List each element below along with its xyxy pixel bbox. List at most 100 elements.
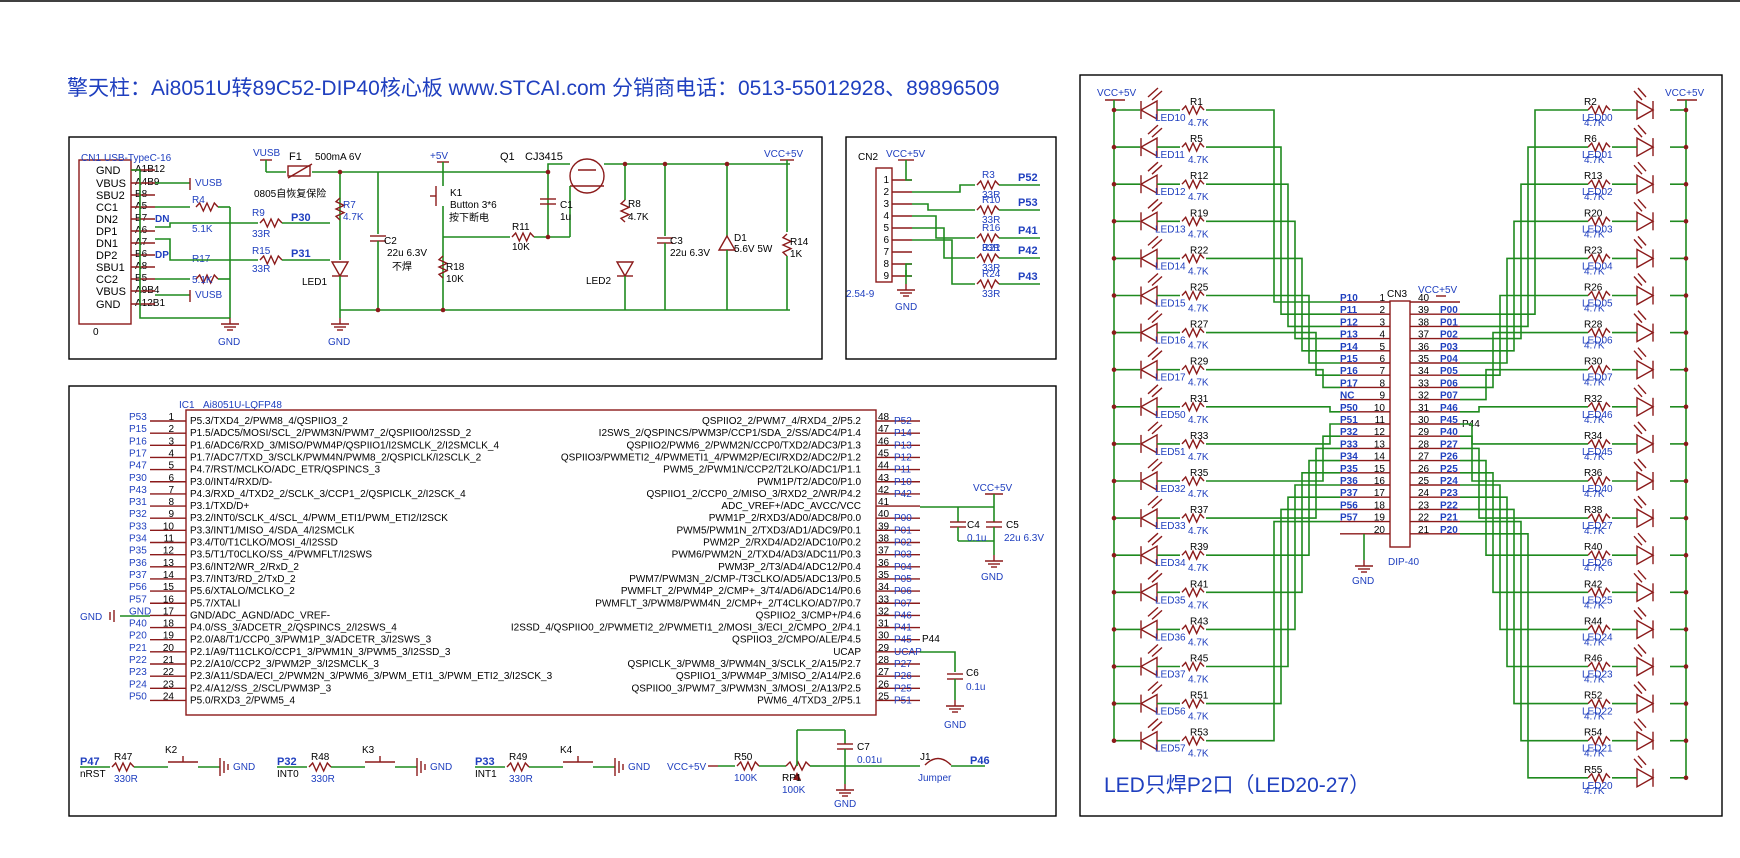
ic-right-num: 48 bbox=[878, 412, 890, 423]
cn3-right-net: P27 bbox=[1440, 439, 1458, 450]
led-ray bbox=[1147, 347, 1159, 358]
cn3-right-num: 33 bbox=[1418, 378, 1430, 389]
ic-left-fn: P3.0/INT4/RXD/D- bbox=[190, 477, 272, 488]
ic-right-fn: QSPIIO2_2/PWM7_4/RXD4_2/P5.2 bbox=[702, 416, 861, 427]
cn3-right-net: P26 bbox=[1440, 452, 1458, 463]
led-ref: LED22 bbox=[1582, 707, 1613, 718]
buttons-block: P47nRSTR47330RGNDK2P32INT0R48330RGNDK3P3… bbox=[80, 729, 990, 810]
junction-dot bbox=[1111, 552, 1117, 558]
cn3-right-net: P46 bbox=[1440, 403, 1458, 414]
led-ray bbox=[1633, 498, 1643, 509]
wire bbox=[1460, 423, 1588, 445]
cn3-left-net: P32 bbox=[1340, 427, 1358, 438]
led-ray bbox=[1637, 718, 1647, 729]
led-res-ref: R30 bbox=[1584, 357, 1603, 368]
wire bbox=[1206, 435, 1340, 482]
cn2-ref: CN2 bbox=[858, 152, 878, 163]
resistor-symbol bbox=[1587, 549, 1611, 561]
led-symbol bbox=[1636, 136, 1655, 158]
ic-left-fn: P5.7/XTALI bbox=[190, 598, 240, 609]
resistor-symbol bbox=[1181, 141, 1205, 153]
cn3-right-num: 35 bbox=[1418, 354, 1430, 365]
wire bbox=[912, 227, 975, 259]
cn3-left-num: 5 bbox=[1379, 342, 1385, 353]
led-symbol bbox=[615, 261, 635, 278]
resistor-symbol bbox=[1181, 104, 1205, 116]
led-symbol bbox=[1636, 507, 1655, 529]
junction-dot bbox=[1111, 330, 1117, 335]
cn3-left-num: 6 bbox=[1379, 354, 1385, 365]
led-ref: LED17 bbox=[1155, 373, 1186, 384]
led-res-val: 4.7K bbox=[1584, 229, 1605, 240]
ic-left-num: 22 bbox=[163, 667, 175, 678]
led-ref: LED33 bbox=[1155, 521, 1186, 532]
p31-net: P31 bbox=[291, 248, 311, 260]
r11-ref: R11 bbox=[512, 222, 530, 233]
cn3-left-net: P34 bbox=[1340, 452, 1358, 463]
usb-ref: CN1 bbox=[81, 153, 101, 164]
junction-dot bbox=[1683, 256, 1689, 261]
ic-right-num: 37 bbox=[878, 546, 890, 557]
key-net: P47 bbox=[80, 756, 100, 768]
cn3-body bbox=[1389, 300, 1411, 548]
r4-val: 5.1K bbox=[192, 224, 213, 235]
led-ray bbox=[1151, 313, 1163, 324]
led-ref: LED20 bbox=[1582, 781, 1613, 792]
ic-left-net: P56 bbox=[129, 582, 147, 593]
led-ref: LED37 bbox=[1155, 670, 1186, 681]
jumper-symbol bbox=[924, 757, 952, 766]
r50-val: 100K bbox=[734, 773, 758, 784]
k1-val: Button 3*6 bbox=[450, 200, 497, 211]
led-ray bbox=[1637, 235, 1647, 246]
wire bbox=[1460, 520, 1588, 742]
led-ray bbox=[1633, 424, 1643, 435]
junction-dot bbox=[545, 234, 551, 240]
resistor-symbol bbox=[259, 217, 283, 229]
ic-left-net: P35 bbox=[129, 546, 147, 557]
wire bbox=[1460, 471, 1588, 594]
led-ray bbox=[1633, 572, 1643, 583]
cn3-ref: CN3 bbox=[1387, 289, 1407, 300]
junction-dot bbox=[1111, 181, 1117, 187]
led-ray bbox=[1147, 198, 1159, 209]
cn3-left-net: P50 bbox=[1340, 403, 1358, 414]
q1-ref: Q1 bbox=[500, 151, 515, 163]
d1-val: 5.6V 5W bbox=[734, 244, 773, 255]
led-res-ref: R23 bbox=[1584, 245, 1603, 256]
usb-pin-name: GND bbox=[96, 299, 121, 311]
led-ref: LED13 bbox=[1155, 224, 1186, 235]
led-res-val: 4.7K bbox=[1188, 675, 1209, 686]
ic-left-fn: P4.7/RST/MCLKO/ADC_ETR/QSPINCS_3 bbox=[190, 465, 380, 476]
led-ref: LED12 bbox=[1155, 187, 1186, 198]
led-res-val: 4.7K bbox=[1584, 675, 1605, 686]
ic-left-num: 15 bbox=[163, 582, 175, 593]
junction-dot bbox=[1683, 181, 1689, 187]
led-ray bbox=[1151, 238, 1163, 249]
resistor-symbol bbox=[976, 252, 1000, 264]
led1-label: LED1 bbox=[302, 277, 327, 288]
cn3-right-num: 28 bbox=[1418, 439, 1430, 450]
led2-label: LED2 bbox=[586, 276, 611, 287]
wire bbox=[1206, 520, 1340, 742]
wire bbox=[1206, 459, 1340, 557]
ic-left-net: P32 bbox=[129, 509, 147, 520]
key-res-val: 330R bbox=[509, 774, 533, 785]
ic-ref: IC1 bbox=[179, 400, 195, 411]
cn3-left-num: 9 bbox=[1379, 391, 1385, 402]
pot-wiper bbox=[793, 772, 801, 780]
led-symbol bbox=[1636, 248, 1655, 269]
fuse-symbol bbox=[287, 165, 311, 177]
ic-left-fn: P3.7/INT3/RD_2/TxD_2 bbox=[190, 574, 296, 585]
junction-dot bbox=[1683, 478, 1689, 484]
led-ray bbox=[1151, 646, 1163, 658]
cn2-net: P52 bbox=[1018, 172, 1038, 184]
led-ref: LED03 bbox=[1582, 224, 1613, 235]
ic-left-net: P50 bbox=[129, 691, 147, 702]
led-ray bbox=[1147, 87, 1159, 98]
junction-dot bbox=[1111, 404, 1117, 410]
led-res-ref: R25 bbox=[1190, 283, 1209, 294]
key-sub: INT1 bbox=[475, 769, 497, 780]
cn3-right-num: 27 bbox=[1418, 452, 1430, 463]
ic-right-num: 42 bbox=[878, 485, 890, 496]
led-ray bbox=[1147, 643, 1159, 655]
